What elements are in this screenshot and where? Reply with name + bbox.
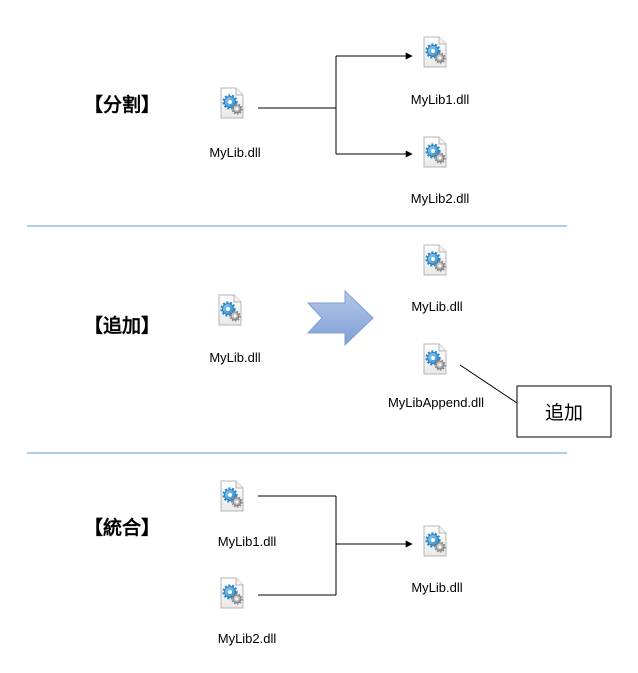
merge-section-title: 【統合】 — [84, 516, 160, 539]
split-section-title: 【分割】 — [84, 93, 160, 116]
append-big-arrow — [306, 289, 374, 347]
merge-source1-label: MyLib1.dll — [218, 534, 277, 549]
append-source-file-icon — [217, 293, 243, 327]
merge-source2-label: MyLib2.dll — [218, 631, 277, 646]
append-output2-label: MyLibAppend.dll — [388, 395, 484, 410]
split-output2-file-icon — [422, 135, 448, 169]
callout-box — [516, 385, 612, 438]
split-connector — [258, 52, 413, 158]
append-section-title: 【追加】 — [84, 314, 160, 337]
merge-source1-file-icon — [219, 479, 245, 513]
callout-text: 追加 — [545, 402, 583, 424]
merge-output-label: MyLib.dll — [411, 580, 462, 595]
split-output2-label: MyLib2.dll — [411, 191, 470, 206]
append-source-label: MyLib.dll — [209, 350, 260, 365]
split-output1-label: MyLib1.dll — [411, 92, 470, 107]
append-output1-label: MyLib.dll — [411, 299, 462, 314]
merge-connector — [258, 495, 413, 596]
merge-source2-file-icon — [219, 576, 245, 610]
split-source-file-icon — [219, 86, 245, 120]
merge-output-file-icon — [422, 524, 448, 558]
append-output1-file-icon — [422, 243, 448, 277]
split-output1-file-icon — [422, 35, 448, 69]
callout-pointer-line — [459, 364, 518, 404]
append-output2-file-icon — [422, 342, 448, 376]
split-source-label: MyLib.dll — [209, 145, 260, 160]
